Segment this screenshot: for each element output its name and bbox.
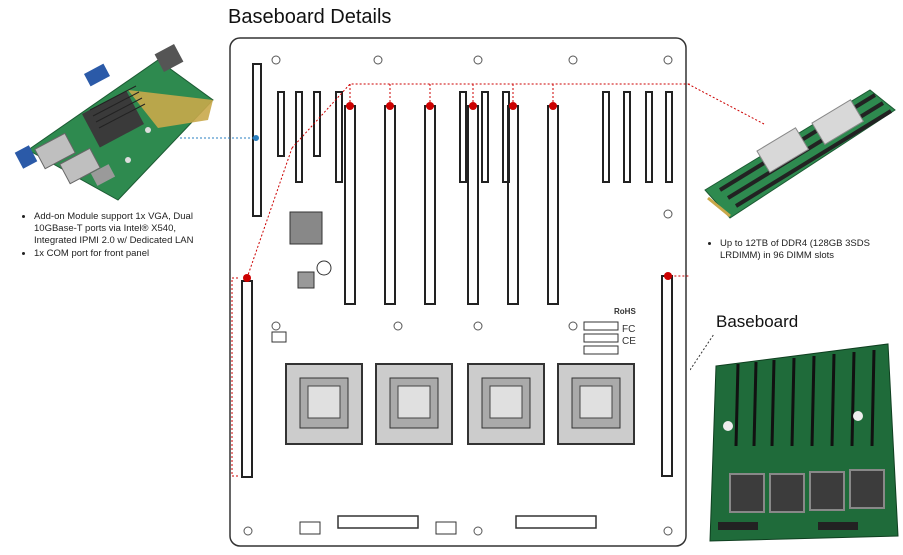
cpu-sockets xyxy=(285,363,635,445)
callout-dots xyxy=(243,102,672,282)
ce-mark: CE xyxy=(622,336,636,347)
note-addon-module: Add-on Module support 1x VGA, Dual 10GBa… xyxy=(34,211,220,247)
fc-mark: FC xyxy=(622,324,635,335)
power-connector-right xyxy=(515,515,597,529)
memory-notes: Up to 12TB of DDR4 (128GB 3SDS LRDIMM) i… xyxy=(706,238,896,263)
board-outline xyxy=(229,37,687,547)
page-title: Baseboard Details xyxy=(228,6,392,28)
rohs-mark: RoHS xyxy=(614,307,636,316)
power-connector-left xyxy=(337,515,419,529)
addon-leader-line xyxy=(180,135,259,141)
baseboard-photo-label: Baseboard xyxy=(716,312,799,331)
addon-module-photo xyxy=(14,44,214,201)
baseboard-photo xyxy=(709,343,899,542)
note-com-port: 1x COM port for front panel xyxy=(34,248,220,260)
dimm-leader-line xyxy=(688,83,765,125)
addon-module-notes: Add-on Module support 1x VGA, Dual 10GBa… xyxy=(20,211,220,261)
baseboard-diagram: RoHS FC CE xyxy=(229,37,690,547)
dimm-memory-photo xyxy=(704,89,896,219)
note-memory-capacity: Up to 12TB of DDR4 (128GB 3SDS LRDIMM) i… xyxy=(720,238,896,262)
callout-lines xyxy=(231,83,690,477)
chipset xyxy=(289,211,323,245)
baseboard-leader-line xyxy=(690,333,715,371)
